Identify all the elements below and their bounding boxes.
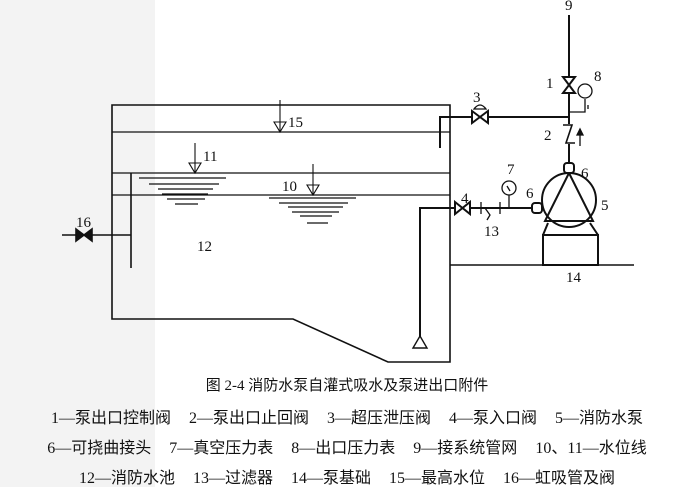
label-11: 11	[203, 149, 217, 165]
label-16: 16	[76, 215, 92, 231]
suction-pipe	[411, 180, 543, 349]
label-6-outlet: 6	[581, 166, 589, 182]
legend-item: 5—消防水泵	[555, 410, 644, 427]
label-13: 13	[484, 224, 499, 240]
flow-arrow	[575, 127, 585, 146]
pump-base	[542, 234, 599, 266]
legend-item: 8—出口压力表	[291, 440, 396, 457]
legend-row-1: 1—泵出口控制阀 2—泵出口止回阀 3—超压泄压阀 4—泵入口阀 5—消防水泵	[0, 404, 694, 428]
pump-diagram: 9 1 8 3 2 6 7 6 4 5 13 14 15 11 10 12 16	[62, 0, 634, 363]
label-3: 3	[473, 90, 481, 106]
legend-item: 13—过滤器	[192, 470, 273, 487]
legend-item: 14—泵基础	[290, 470, 371, 487]
level-marker-10	[306, 164, 320, 197]
label-1: 1	[546, 76, 554, 92]
label-8: 8	[594, 69, 602, 85]
level-marker-15	[273, 100, 287, 134]
label-6-inlet: 6	[526, 186, 534, 202]
legend-row-2: 6—可挠曲接头 7—真空压力表 8—出口压力表 9—接系统管网 10、11—水位线	[0, 434, 694, 458]
label-12: 12	[197, 239, 212, 255]
outlet-valve	[561, 76, 577, 94]
label-9: 9	[565, 0, 573, 14]
fire-water-tank	[111, 104, 451, 363]
discharge-pipe	[561, 15, 593, 174]
flex-joint-outlet	[563, 162, 575, 174]
legend-item: 9—接系统管网	[413, 440, 518, 457]
inlet-valve	[454, 199, 471, 217]
filter	[480, 202, 501, 221]
label-14: 14	[566, 270, 582, 286]
level-marker-11	[188, 143, 202, 175]
outlet-gauge	[569, 83, 593, 113]
label-7: 7	[507, 162, 515, 178]
legend-item: 6—可挠曲接头	[47, 440, 152, 457]
label-10: 10	[282, 179, 297, 195]
legend-item: 4—泵入口阀	[449, 410, 538, 427]
label-4: 4	[461, 191, 469, 207]
legend-item: 10、11—水位线	[535, 440, 647, 457]
figure-caption: 图 2-4 消防水泵自灌式吸水及泵进出口附件	[205, 378, 489, 394]
legend-row-3: 12—消防水池 13—过滤器 14—泵基础 15—最高水位 16—虹吸管及阀	[0, 464, 694, 488]
legend-item: 7—真空压力表	[169, 440, 274, 457]
relief-valve	[471, 109, 489, 125]
legend-item: 1—泵出口控制阀	[50, 410, 171, 427]
siphon-valve	[75, 227, 93, 243]
relief-pipe	[439, 104, 569, 148]
page-shading	[0, 0, 155, 487]
legend-item: 3—超压泄压阀	[326, 410, 431, 427]
label-5: 5	[601, 198, 609, 214]
siphon-pipe	[62, 173, 132, 268]
water-hatch	[139, 177, 356, 224]
vacuum-gauge	[501, 180, 517, 208]
legend-item: 12—消防水池	[78, 470, 175, 487]
label-15: 15	[288, 115, 303, 131]
legend-item: 2—泵出口止回阀	[188, 410, 309, 427]
legend-item: 16—虹吸管及阀	[503, 470, 616, 487]
label-2: 2	[544, 128, 552, 144]
check-valve	[563, 124, 575, 144]
flex-joint-inlet	[531, 202, 543, 214]
fire-pump	[541, 170, 599, 266]
legend-item: 15—最高水位	[389, 470, 486, 487]
